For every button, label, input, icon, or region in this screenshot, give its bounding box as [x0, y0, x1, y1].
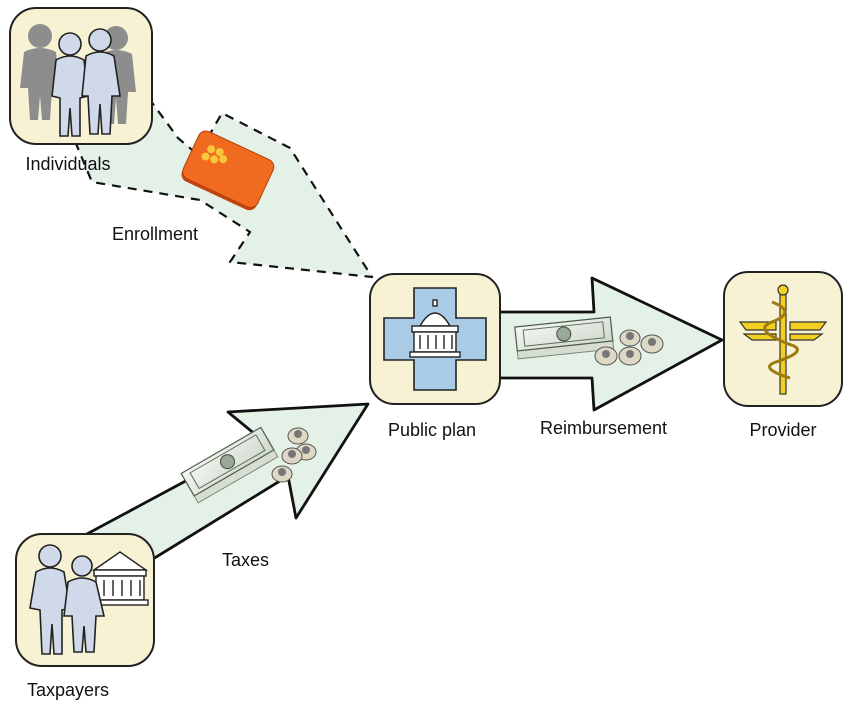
public-plan-label: Public plan: [388, 420, 476, 440]
enrollment-label: Enrollment: [112, 224, 198, 244]
individuals-label: Individuals: [25, 154, 110, 174]
reimbursement-label: Reimbursement: [540, 418, 667, 438]
taxes-label: Taxes: [222, 550, 269, 570]
enrollment-card-icon: [181, 130, 275, 211]
taxpayers-people-icon: [29, 544, 106, 655]
reimbursement-money-icon: [514, 316, 664, 366]
taxpayers-node: [15, 533, 155, 667]
caduceus-icon: [738, 284, 828, 395]
taxes-money-icon: [180, 426, 317, 504]
public-plan-node: [369, 273, 501, 405]
capitol-icon: [409, 299, 461, 358]
provider-label: Provider: [749, 420, 816, 440]
provider-node: [723, 271, 843, 407]
individuals-people-icon: [20, 24, 136, 137]
individuals-node: [9, 7, 153, 145]
taxpayers-label: Taxpayers: [27, 680, 109, 700]
taxpayers-building-icon: [91, 551, 149, 606]
